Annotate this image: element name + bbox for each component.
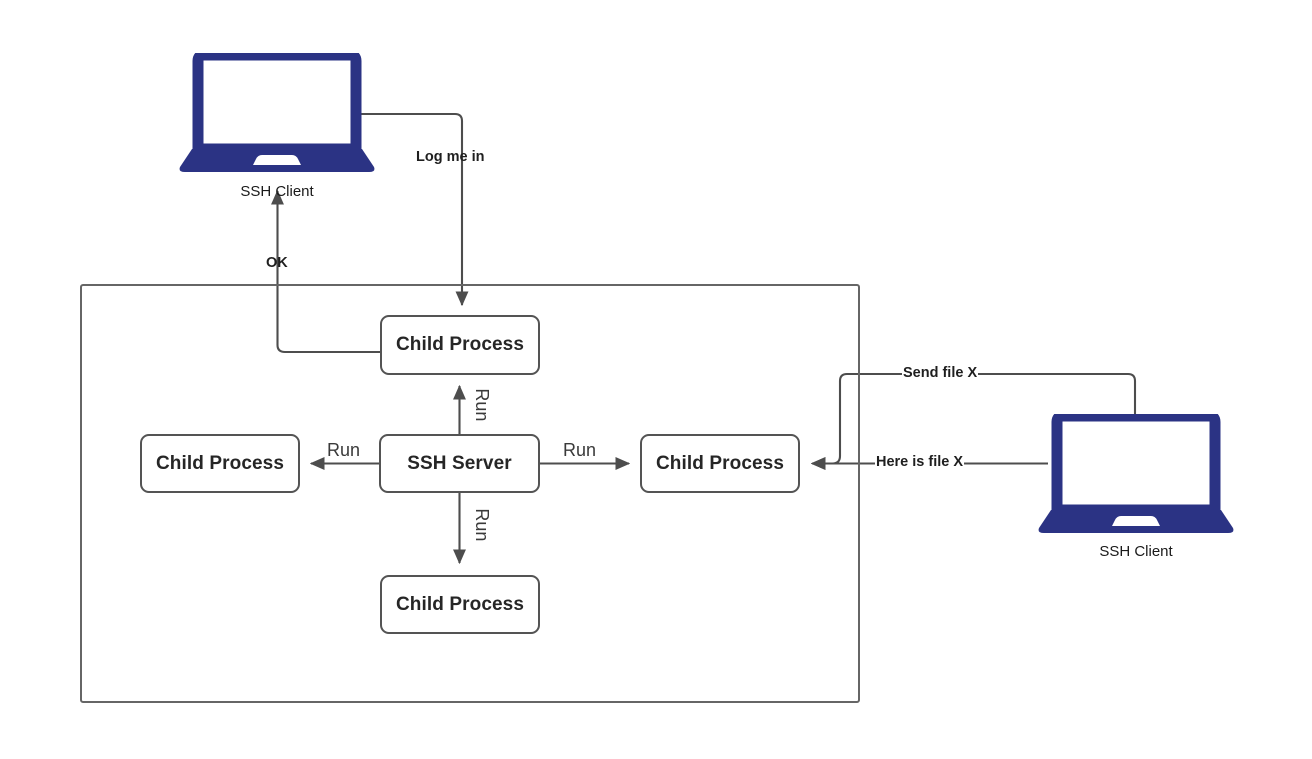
node-label: Child Process bbox=[395, 593, 524, 615]
edge-label-log-me-in: Log me in bbox=[416, 149, 485, 165]
node-ssh-client-right-label: SSH Client bbox=[1036, 543, 1236, 560]
laptop-icon bbox=[1038, 410, 1234, 533]
node-child-process-right[interactable]: Child Process bbox=[640, 434, 800, 493]
node-ssh-server[interactable]: SSH Server bbox=[379, 434, 540, 493]
node-label: Child Process bbox=[395, 334, 524, 355]
node-ssh-client-top-label: SSH Client bbox=[177, 183, 377, 200]
laptop-caption-text: SSH Client bbox=[240, 183, 314, 200]
edge-label-run-left: Run bbox=[327, 440, 361, 460]
edge-label-run-up: Run bbox=[471, 388, 492, 422]
host-container bbox=[80, 284, 860, 703]
laptop-icon bbox=[179, 49, 375, 172]
edge-label-send-file-x: Send file X bbox=[902, 365, 979, 382]
node-label: Child Process bbox=[155, 452, 284, 474]
node-child-process-left[interactable]: Child Process bbox=[140, 434, 300, 493]
node-ssh-client-right[interactable] bbox=[1037, 410, 1235, 537]
node-label: Child Process bbox=[655, 452, 784, 474]
node-child-process-bottom[interactable]: Child Process bbox=[380, 575, 540, 634]
node-child-process-top[interactable]: Child Process bbox=[380, 315, 540, 375]
edge-label-run-right: Run bbox=[563, 440, 597, 460]
laptop-caption-text: SSH Client bbox=[1099, 543, 1173, 560]
edge-label-run-down: Run bbox=[471, 508, 492, 542]
edge-label-here-is-file-x: Here is file X bbox=[875, 454, 965, 471]
edge-label-ok: OK bbox=[266, 255, 288, 271]
node-label: SSH Server bbox=[407, 452, 512, 474]
node-ssh-client-top[interactable] bbox=[178, 49, 376, 176]
